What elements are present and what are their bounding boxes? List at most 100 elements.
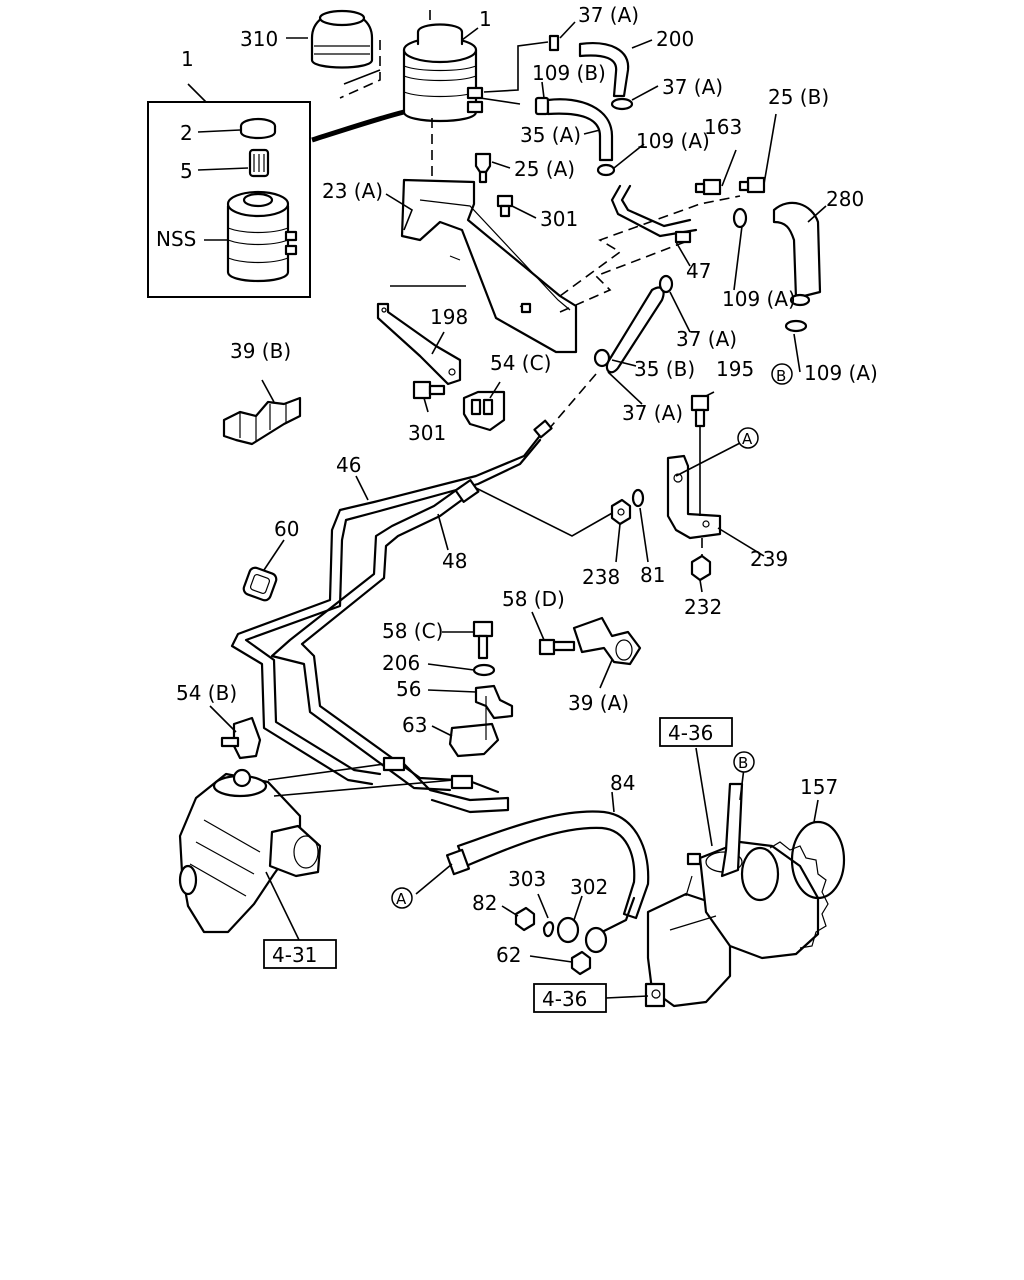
clip-54b — [220, 716, 262, 760]
bracket-23a — [400, 178, 578, 354]
ref-box-4-36-top — [659, 717, 733, 747]
nut-238 — [610, 498, 632, 526]
label-206: 206 — [382, 651, 420, 675]
pipe-46 — [230, 419, 553, 786]
ref-label-4-36-bottom: 4-36 — [542, 987, 587, 1011]
label-239: 239 — [750, 547, 788, 571]
clamp-63 — [448, 696, 500, 758]
power-steering-pump — [644, 782, 829, 1008]
bracket-56 — [474, 684, 514, 720]
label-56: 56 — [396, 677, 421, 701]
bolt-195 — [690, 394, 710, 428]
clip-37a-top — [548, 34, 560, 52]
label-63: 63 — [402, 713, 427, 737]
bolt-25b — [738, 176, 766, 194]
label-46: 46 — [336, 453, 361, 477]
label-35a: 35 (A) — [520, 123, 581, 147]
label-25a: 25 (A) — [514, 157, 575, 181]
clamp-39a — [572, 616, 642, 666]
label-109a-2: 109 (A) — [722, 287, 796, 311]
reservoir-tank-1 — [402, 23, 484, 123]
exploded-view-box — [147, 101, 311, 298]
label-nss: NSS — [156, 227, 196, 251]
clamp-109a-b — [784, 319, 808, 333]
part-labels: 310 1 1 2 5 NSS 37 (A) 200 109 (B) 37 (A… — [156, 3, 878, 1013]
clip-54c — [462, 390, 506, 432]
label-37a-4: 37 (A) — [622, 401, 683, 425]
label-25b: 25 (B) — [768, 85, 829, 109]
ref-marker-a-2: A — [396, 890, 407, 908]
clip-303 — [542, 921, 555, 938]
label-200: 200 — [656, 27, 694, 51]
cap-2 — [239, 117, 277, 140]
label-301-2: 301 — [408, 421, 446, 445]
label-60: 60 — [274, 517, 299, 541]
washer-206 — [472, 663, 496, 677]
leader-lines — [187, 21, 827, 999]
clamp-37a — [610, 97, 634, 111]
hose-84 — [445, 810, 650, 936]
label-37a-3: 37 (A) — [676, 327, 737, 351]
nut-82 — [514, 906, 536, 932]
o-ring-157 — [790, 820, 846, 900]
label-280: 280 — [826, 187, 864, 211]
label-198: 198 — [430, 305, 468, 329]
fitting-25a — [474, 152, 492, 184]
label-39a: 39 (A) — [568, 691, 629, 715]
label-2: 2 — [180, 121, 193, 145]
ref-marker-a-circle — [737, 427, 759, 449]
nut-62 — [570, 950, 592, 976]
label-303: 303 — [508, 867, 546, 891]
hose-200 — [578, 42, 630, 98]
ref-label-4-31: 4-31 — [272, 943, 317, 967]
label-310: 310 — [240, 27, 278, 51]
pipe-fittings-gear — [382, 756, 510, 814]
reservoir-nss — [226, 190, 298, 283]
label-37a-2: 37 (A) — [662, 75, 723, 99]
clip-39b — [222, 396, 302, 446]
label-62: 62 — [496, 943, 521, 967]
ref-marker-a-circle-2 — [391, 887, 413, 909]
clamp-37a-lower — [593, 348, 611, 368]
label-302: 302 — [570, 875, 608, 899]
label-232: 232 — [684, 595, 722, 619]
ref-marker-b-2: B — [738, 754, 748, 772]
label-54c: 54 (C) — [490, 351, 551, 375]
ref-marker-b-circle — [771, 363, 793, 385]
clamp-109a-mid — [732, 207, 748, 229]
washer-81 — [631, 488, 645, 508]
ref-box-4-36-bottom — [533, 983, 607, 1013]
ref-marker-a-1: A — [742, 430, 753, 448]
label-157: 157 — [800, 775, 838, 799]
fitting-302 — [556, 916, 608, 954]
bracket-198 — [376, 302, 462, 386]
ref-marker-b-1: B — [776, 367, 786, 385]
pipe-47 — [610, 184, 698, 244]
ref-label-4-36-top: 4-36 — [668, 721, 713, 745]
label-81: 81 — [640, 563, 665, 587]
bracket-239 — [666, 454, 722, 540]
pipe-48 — [270, 479, 480, 792]
ref-box-4-31 — [263, 939, 337, 969]
clamp-109b — [534, 96, 550, 116]
clamp-37a-upper — [658, 274, 674, 294]
label-163: 163 — [704, 115, 742, 139]
label-301-1: 301 — [540, 207, 578, 231]
label-47: 47 — [686, 259, 711, 283]
label-48: 48 — [442, 549, 467, 573]
bolt-58c — [472, 620, 494, 660]
ref-marker-b-circle-2 — [733, 751, 755, 773]
clip-60 — [242, 566, 278, 602]
label-58c: 58 (C) — [382, 619, 443, 643]
label-195: 195 — [716, 357, 754, 381]
label-1-box: 1 — [181, 47, 194, 71]
steering-gear — [178, 768, 322, 934]
label-39b: 39 (B) — [230, 339, 291, 363]
bolt-301-left — [412, 380, 446, 400]
label-37a-1: 37 (A) — [578, 3, 639, 27]
nut-232 — [690, 554, 712, 582]
label-109a-3: 109 (A) — [804, 361, 878, 385]
bolt-301-top — [496, 194, 514, 218]
label-35b: 35 (B) — [634, 357, 695, 381]
